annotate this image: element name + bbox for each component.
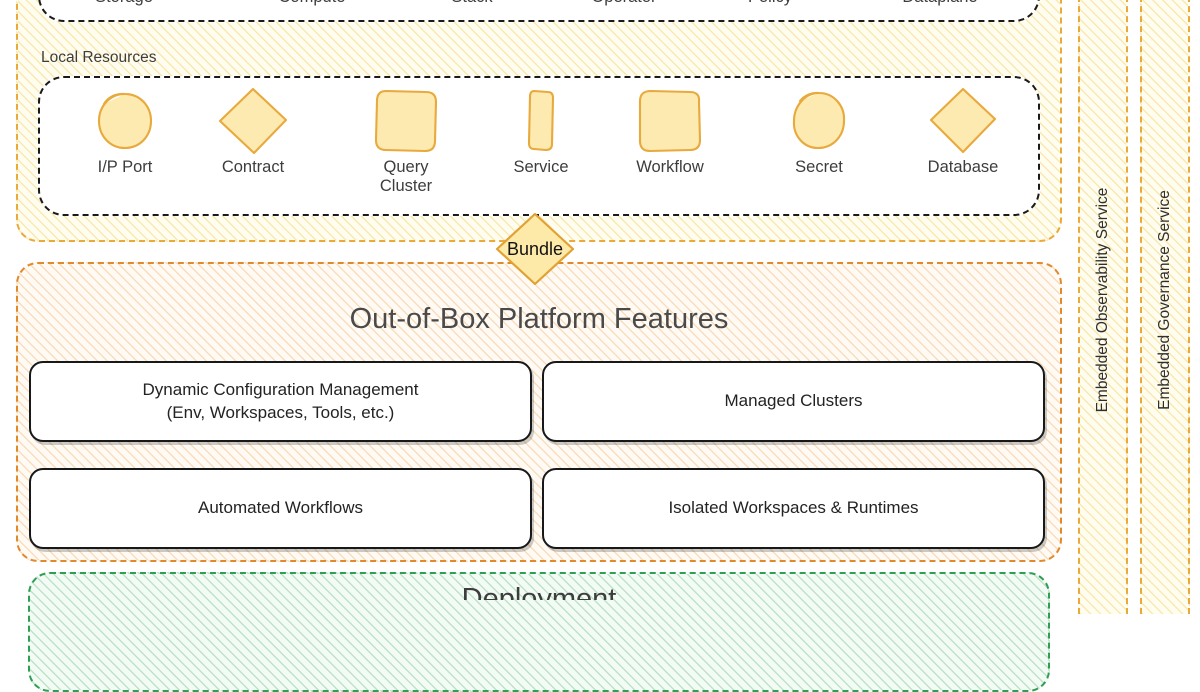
diagram-canvas: Storage Compute Stack Operator Policy Da…: [16, 0, 1190, 692]
platform-item-storage[interactable]: Storage: [60, 0, 188, 7]
platform-item-label: Compute: [248, 0, 376, 7]
feature-card-managed-clusters[interactable]: Managed Clusters: [542, 361, 1045, 442]
platform-item-dataplane[interactable]: Dataplane: [876, 0, 1004, 7]
deployment-title: Deployment: [461, 583, 617, 600]
resource-database[interactable]: Database: [899, 86, 1027, 177]
diamond-icon: [899, 86, 1027, 156]
feature-card-label: Isolated Workspaces & Runtimes: [668, 498, 919, 518]
resource-label: Workflow: [636, 158, 704, 176]
embedded-governance-service-band: Embedded Governance Service: [1140, 0, 1190, 614]
feature-card-label: Dynamic Configuration Management (Env, W…: [142, 379, 419, 422]
platform-item-label: Operator: [560, 0, 688, 7]
local-resources-caption: Local Resources: [41, 49, 157, 66]
out-of-box-title: Out-of-Box Platform Features: [349, 303, 729, 335]
bundle-badge[interactable]: Bundle: [494, 212, 576, 286]
circle-icon: [61, 86, 189, 156]
resource-label: Query Cluster: [379, 158, 433, 195]
circle-icon: [755, 86, 883, 156]
tall-pill-icon: [477, 86, 605, 156]
platform-item-operator[interactable]: Operator: [560, 0, 688, 7]
platform-item-policy[interactable]: Policy: [706, 0, 834, 7]
rounded-square-icon: [342, 86, 470, 156]
resource-service[interactable]: Service: [477, 86, 605, 177]
resource-contract[interactable]: Contract: [189, 86, 317, 177]
feature-card-dynamic-configuration-management[interactable]: Dynamic Configuration Management (Env, W…: [29, 361, 532, 442]
resource-label: I/P Port: [97, 158, 153, 176]
feature-card-label: Automated Workflows: [197, 498, 364, 518]
feature-card-isolated-workspaces-runtimes[interactable]: Isolated Workspaces & Runtimes: [542, 468, 1045, 549]
diamond-icon: [189, 86, 317, 156]
feature-card-label: Managed Clusters: [724, 391, 863, 411]
resource-workflow[interactable]: Workflow: [606, 86, 734, 177]
resource-label: Service: [513, 158, 569, 176]
bundle-label: Bundle: [506, 238, 564, 259]
diamond-icon: [495, 212, 575, 286]
feature-card-automated-workflows[interactable]: Automated Workflows: [29, 468, 532, 549]
resource-label: Contract: [221, 158, 285, 176]
platform-item-compute[interactable]: Compute: [248, 0, 376, 7]
platform-item-label: Stack: [408, 0, 536, 7]
embedded-governance-service-label: Embedded Governance Service: [1156, 190, 1173, 410]
resource-label: Secret: [795, 158, 843, 176]
resource-query-cluster[interactable]: Query Cluster: [342, 86, 470, 196]
embedded-observability-service-label: Embedded Observability Service: [1094, 187, 1111, 413]
rounded-square-icon: [606, 86, 734, 156]
platform-item-label: Dataplane: [876, 0, 1004, 7]
resource-label: Database: [927, 158, 999, 176]
platform-item-label: Storage: [60, 0, 188, 7]
platform-item-label: Policy: [706, 0, 834, 7]
platform-item-stack[interactable]: Stack: [408, 0, 536, 7]
resource-secret[interactable]: Secret: [755, 86, 883, 177]
embedded-observability-service-band: Embedded Observability Service: [1078, 0, 1128, 614]
resource-ip-port[interactable]: I/P Port: [61, 86, 189, 177]
